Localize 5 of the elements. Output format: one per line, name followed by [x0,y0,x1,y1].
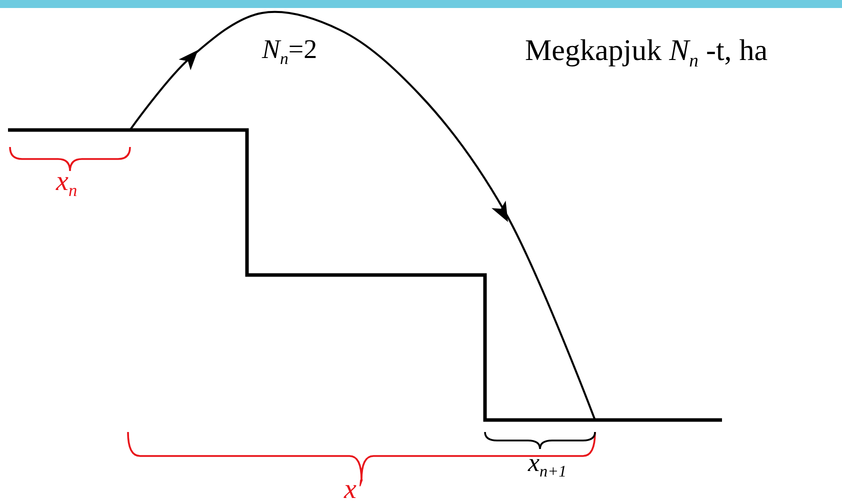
caption-text: Megkapjuk N$_{n}$ -t, ha [525,36,768,72]
variable-label: x$_{n}$ [56,168,78,200]
variable-label: x′ [344,476,363,504]
variable-label: x$_{n+1}$ [528,450,567,481]
variable-label: N$_{n}$=2 [262,36,318,68]
